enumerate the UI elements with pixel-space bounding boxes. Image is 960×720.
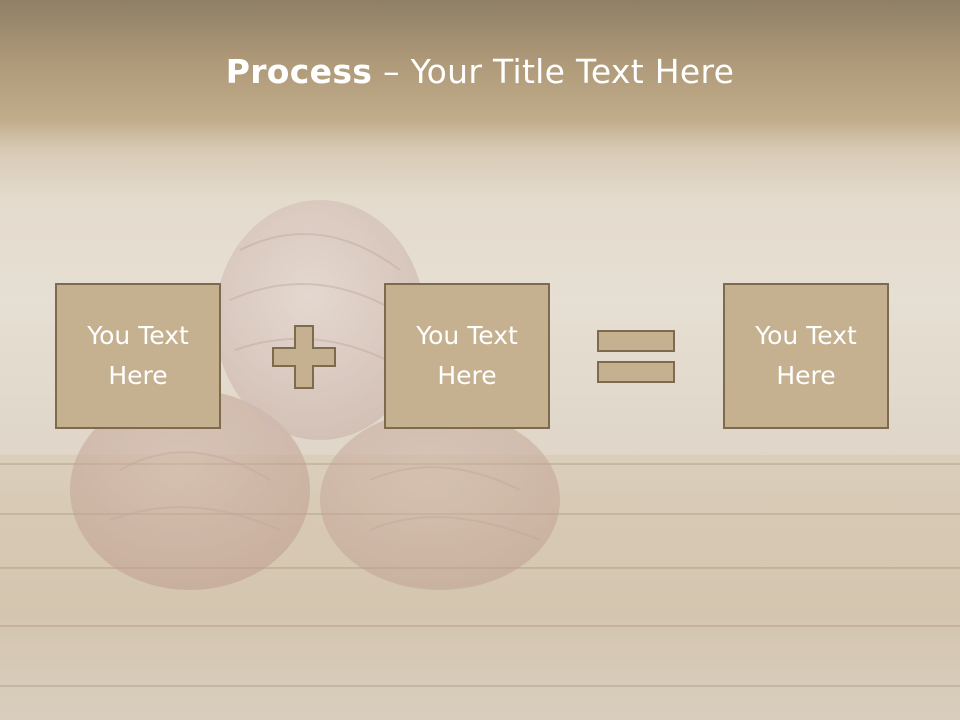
- title-rest: – Your Title Text Here: [372, 52, 735, 91]
- process-box-3[interactable]: You Text Here: [723, 283, 889, 429]
- process-box-1-text: You Text Here: [87, 321, 189, 390]
- process-box-2-text: You Text Here: [416, 321, 518, 390]
- process-box-2[interactable]: You Text Here: [384, 283, 550, 429]
- equals-icon: [597, 330, 675, 383]
- plus-icon: [272, 325, 336, 389]
- title-bold: Process: [225, 52, 373, 91]
- process-box-3-text: You Text Here: [755, 321, 857, 390]
- slide-title: Process – Your Title Text Here: [0, 52, 960, 91]
- process-box-1[interactable]: You Text Here: [55, 283, 221, 429]
